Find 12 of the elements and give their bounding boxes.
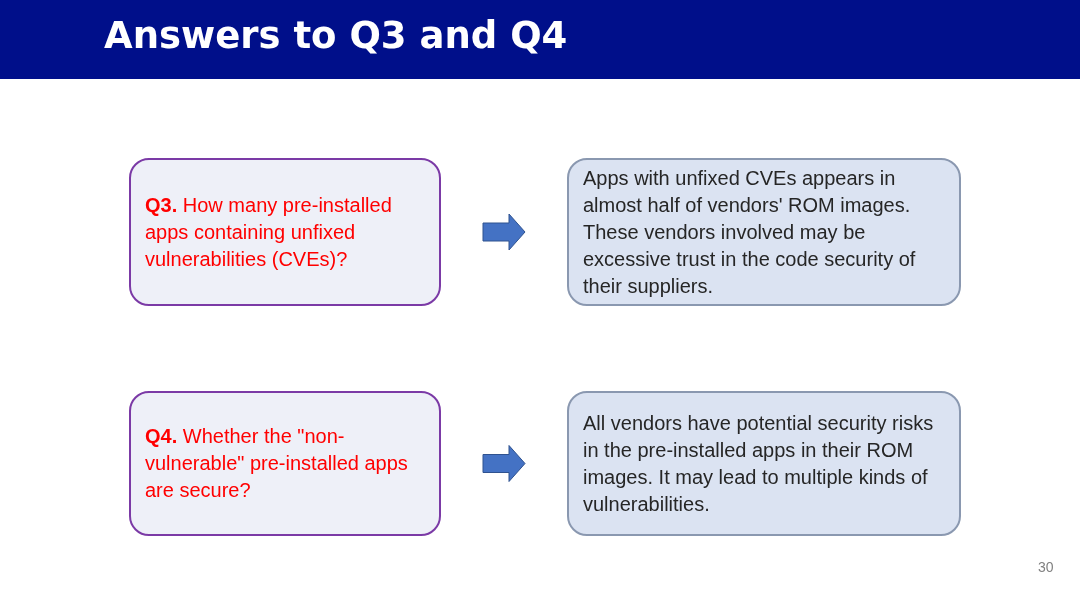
answer-box	[567, 158, 961, 306]
answer-text: All vendors have potential security risks in the pre-installed apps in their ROM images. It may lead to multiple kinds of vulnerabilities.	[583, 410, 935, 517]
page-number: 30	[1038, 559, 1054, 575]
question-text: Q3. How many pre-installed apps containing unfixed vulnerabilities (CVEs)?	[145, 192, 393, 272]
answer-box	[567, 391, 961, 536]
block-arrow	[482, 213, 526, 251]
question-box	[129, 158, 441, 306]
slide-title: Answers to Q3 and Q4	[104, 14, 568, 57]
block-arrow	[482, 445, 526, 482]
answer-text: Apps with unfixed CVEs appears in almost half of vendors' ROM images. These vendors involved may be excessive trust in the code security of their suppliers.	[583, 165, 917, 299]
question-box	[129, 391, 441, 536]
question-text: Q4. Whether the "non-vulnerable" pre-installed apps are secure?	[145, 424, 409, 503]
